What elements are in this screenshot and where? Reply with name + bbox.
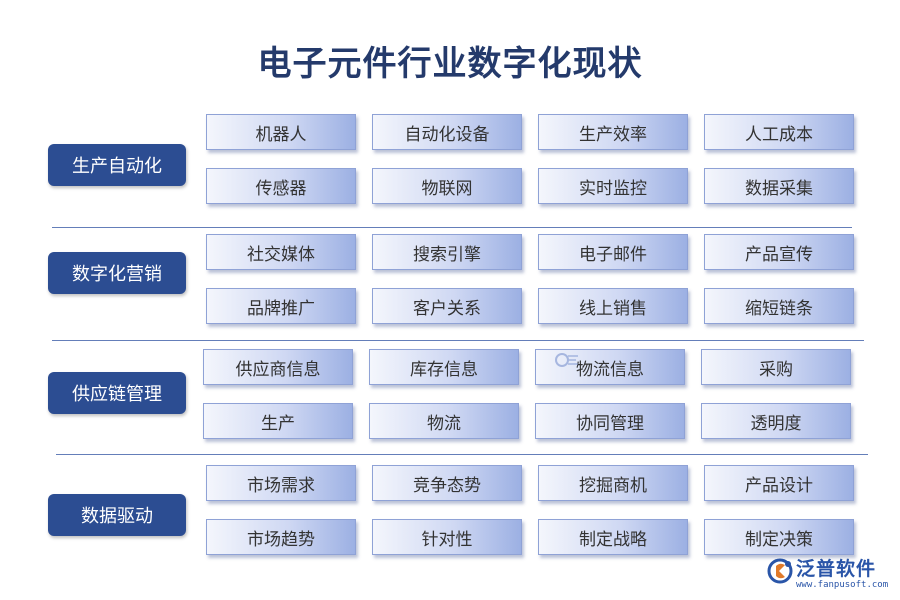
item-box: 线上销售	[538, 288, 688, 324]
item-box: 搜索引擎	[372, 234, 522, 270]
item-box: 透明度	[701, 403, 851, 439]
watermark-logo-icon	[555, 353, 578, 367]
item-box: 针对性	[372, 519, 522, 555]
item-box: 市场趋势	[206, 519, 356, 555]
section-divider	[52, 227, 852, 228]
item-box: 挖掘商机	[538, 465, 688, 501]
item-box: 制定战略	[538, 519, 688, 555]
item-box: 物流	[369, 403, 519, 439]
item-box: 社交媒体	[206, 234, 356, 270]
diagram-title: 电子元件行业数字化现状	[257, 44, 643, 84]
item-box: 市场需求	[206, 465, 356, 501]
item-box: 传感器	[206, 168, 356, 204]
item-box: 物流信息	[535, 349, 685, 385]
item-box: 物联网	[372, 168, 522, 204]
item-row: 社交媒体 搜索引擎 电子邮件 产品宣传	[206, 234, 854, 270]
item-box: 电子邮件	[538, 234, 688, 270]
item-box: 人工成本	[704, 114, 854, 150]
item-row: 市场需求 竞争态势 挖掘商机 产品设计	[206, 465, 854, 501]
item-box: 机器人	[206, 114, 356, 150]
category-label: 数字化营销	[48, 252, 186, 294]
brand-logo-icon	[767, 558, 793, 584]
category-label: 生产自动化	[48, 144, 186, 186]
item-box: 品牌推广	[206, 288, 356, 324]
item-box: 实时监控	[538, 168, 688, 204]
item-box: 数据采集	[704, 168, 854, 204]
item-box: 采购	[701, 349, 851, 385]
item-row: 机器人 自动化设备 生产效率 人工成本	[206, 114, 854, 150]
item-row: 市场趋势 针对性 制定战略 制定决策	[206, 519, 854, 555]
item-row: 传感器 物联网 实时监控 数据采集	[206, 168, 854, 204]
section-divider	[56, 454, 868, 455]
brand-logo: 泛普软件 www.fanpusoft.com	[766, 554, 896, 598]
brand-url: www.fanpusoft.com	[796, 580, 889, 590]
item-row: 品牌推广 客户关系 线上销售 缩短链条	[206, 288, 854, 324]
item-box: 产品设计	[704, 465, 854, 501]
category-label: 供应链管理	[48, 372, 186, 414]
item-box: 供应商信息	[203, 349, 353, 385]
item-row: 生产 物流 协同管理 透明度	[203, 403, 851, 439]
item-row: 供应商信息 库存信息 物流信息 采购	[203, 349, 851, 385]
item-box: 竞争态势	[372, 465, 522, 501]
item-box: 自动化设备	[372, 114, 522, 150]
item-box: 生产	[203, 403, 353, 439]
brand-name: 泛普软件	[796, 558, 877, 580]
item-box: 库存信息	[369, 349, 519, 385]
item-box: 制定决策	[704, 519, 854, 555]
section-divider	[52, 340, 864, 341]
item-box: 生产效率	[538, 114, 688, 150]
item-box: 缩短链条	[704, 288, 854, 324]
item-box: 客户关系	[372, 288, 522, 324]
item-box: 产品宣传	[704, 234, 854, 270]
category-label: 数据驱动	[48, 494, 186, 536]
item-box: 协同管理	[535, 403, 685, 439]
